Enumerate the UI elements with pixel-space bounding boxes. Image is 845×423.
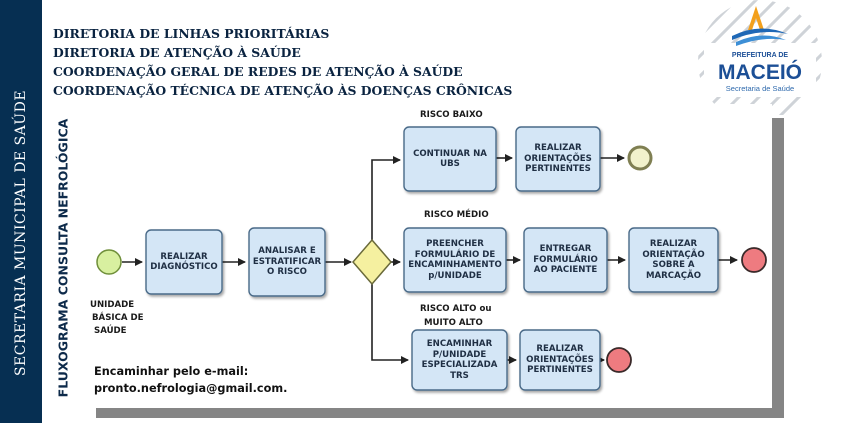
box-diagnostico-label: REALIZAR DIAGNÓSTICO bbox=[150, 251, 218, 273]
start-label-3: SAÚDE bbox=[94, 326, 127, 336]
header-line-3: COORDENAÇÃO GERAL DE REDES DE ATENÇÃO À … bbox=[53, 64, 463, 79]
header-line-1: DIRETORIA DE LINHAS PRIORITÁRIAS bbox=[53, 26, 330, 41]
header-line-4: COORDENAÇÃO TÉCNICA DE ATENÇÃO ÀS DOENÇA… bbox=[53, 83, 513, 98]
start-label-1: UNIDADE bbox=[90, 300, 135, 310]
box-analisar-label: ANALISAR E ESTRATIFICAR O RISCO bbox=[252, 246, 322, 278]
box-orient-baixo bbox=[515, 126, 601, 192]
side-band: SECRETARIA MUNICIPAL DE SAÚDE bbox=[0, 0, 42, 423]
box-encaminhar bbox=[411, 329, 508, 391]
box-encaminhar-label: ENCAMINHAR P/UNIDADE ESPECIALIZADA TRS bbox=[421, 339, 498, 381]
box-analisar bbox=[248, 227, 326, 297]
end-event-medio bbox=[741, 247, 767, 273]
label-risco-alto-1: RISCO ALTO ou bbox=[420, 304, 492, 314]
box-continuar-label: CONTINUAR NA UBS bbox=[413, 148, 487, 170]
box-orient-marcacao-label: REALIZAR ORIENTAÇÃO SOBRE A MARCAÇÃO bbox=[642, 239, 705, 281]
label-risco-alto-2: MUITO ALTO bbox=[424, 318, 483, 328]
box-orient-marcacao bbox=[628, 227, 719, 293]
box-orient-alto bbox=[519, 329, 601, 391]
box-preencher bbox=[403, 227, 507, 293]
box-orient-alto-label: REALIZAR ORIENTAÇÕES PERTINENTES bbox=[526, 344, 594, 376]
box-entregar-label: ENTREGAR FORMULÁRIO AO PACIENTE bbox=[533, 244, 598, 276]
box-orient-baixo-label: REALIZAR ORIENTAÇÕES PERTINENTES bbox=[524, 143, 592, 175]
box-diagnostico bbox=[145, 229, 223, 295]
start-label-2: BÁSICA DE bbox=[92, 313, 144, 323]
contact-line-1: Encaminhar pelo e-mail: bbox=[94, 365, 249, 378]
end-event-baixo bbox=[627, 145, 653, 171]
box-preencher-label: PREENCHER FORMULÁRIO DE ENCAMINHAMENTO p… bbox=[408, 239, 502, 281]
risk-gateway bbox=[352, 238, 392, 286]
header-block: DIRETORIA DE LINHAS PRIORITÁRIAS DIRETOR… bbox=[53, 24, 512, 100]
edge-gateway-encaminhar bbox=[371, 284, 409, 364]
start-event bbox=[96, 249, 122, 275]
end-event-alto bbox=[606, 347, 632, 373]
header-line-2: DIRETORIA DE ATENÇÃO À SAÚDE bbox=[53, 45, 301, 60]
contact-block: Encaminhar pelo e-mail: pronto.nefrologi… bbox=[94, 363, 287, 397]
logo-line-2: MACEIÓ bbox=[718, 60, 802, 84]
label-risco-medio: RISCO MÉDIO bbox=[424, 210, 489, 220]
contact-email[interactable]: pronto.nefrologia@gmail.com. bbox=[94, 382, 288, 395]
edge-gateway-continuar bbox=[371, 156, 401, 240]
box-entregar bbox=[523, 227, 608, 293]
logo-line-3: Secretaria de Saúde bbox=[726, 84, 794, 93]
logo-line-1: PREFEITURA DE bbox=[732, 52, 788, 59]
box-continuar bbox=[403, 126, 497, 192]
label-risco-baixo: RISCO BAIXO bbox=[420, 110, 483, 120]
